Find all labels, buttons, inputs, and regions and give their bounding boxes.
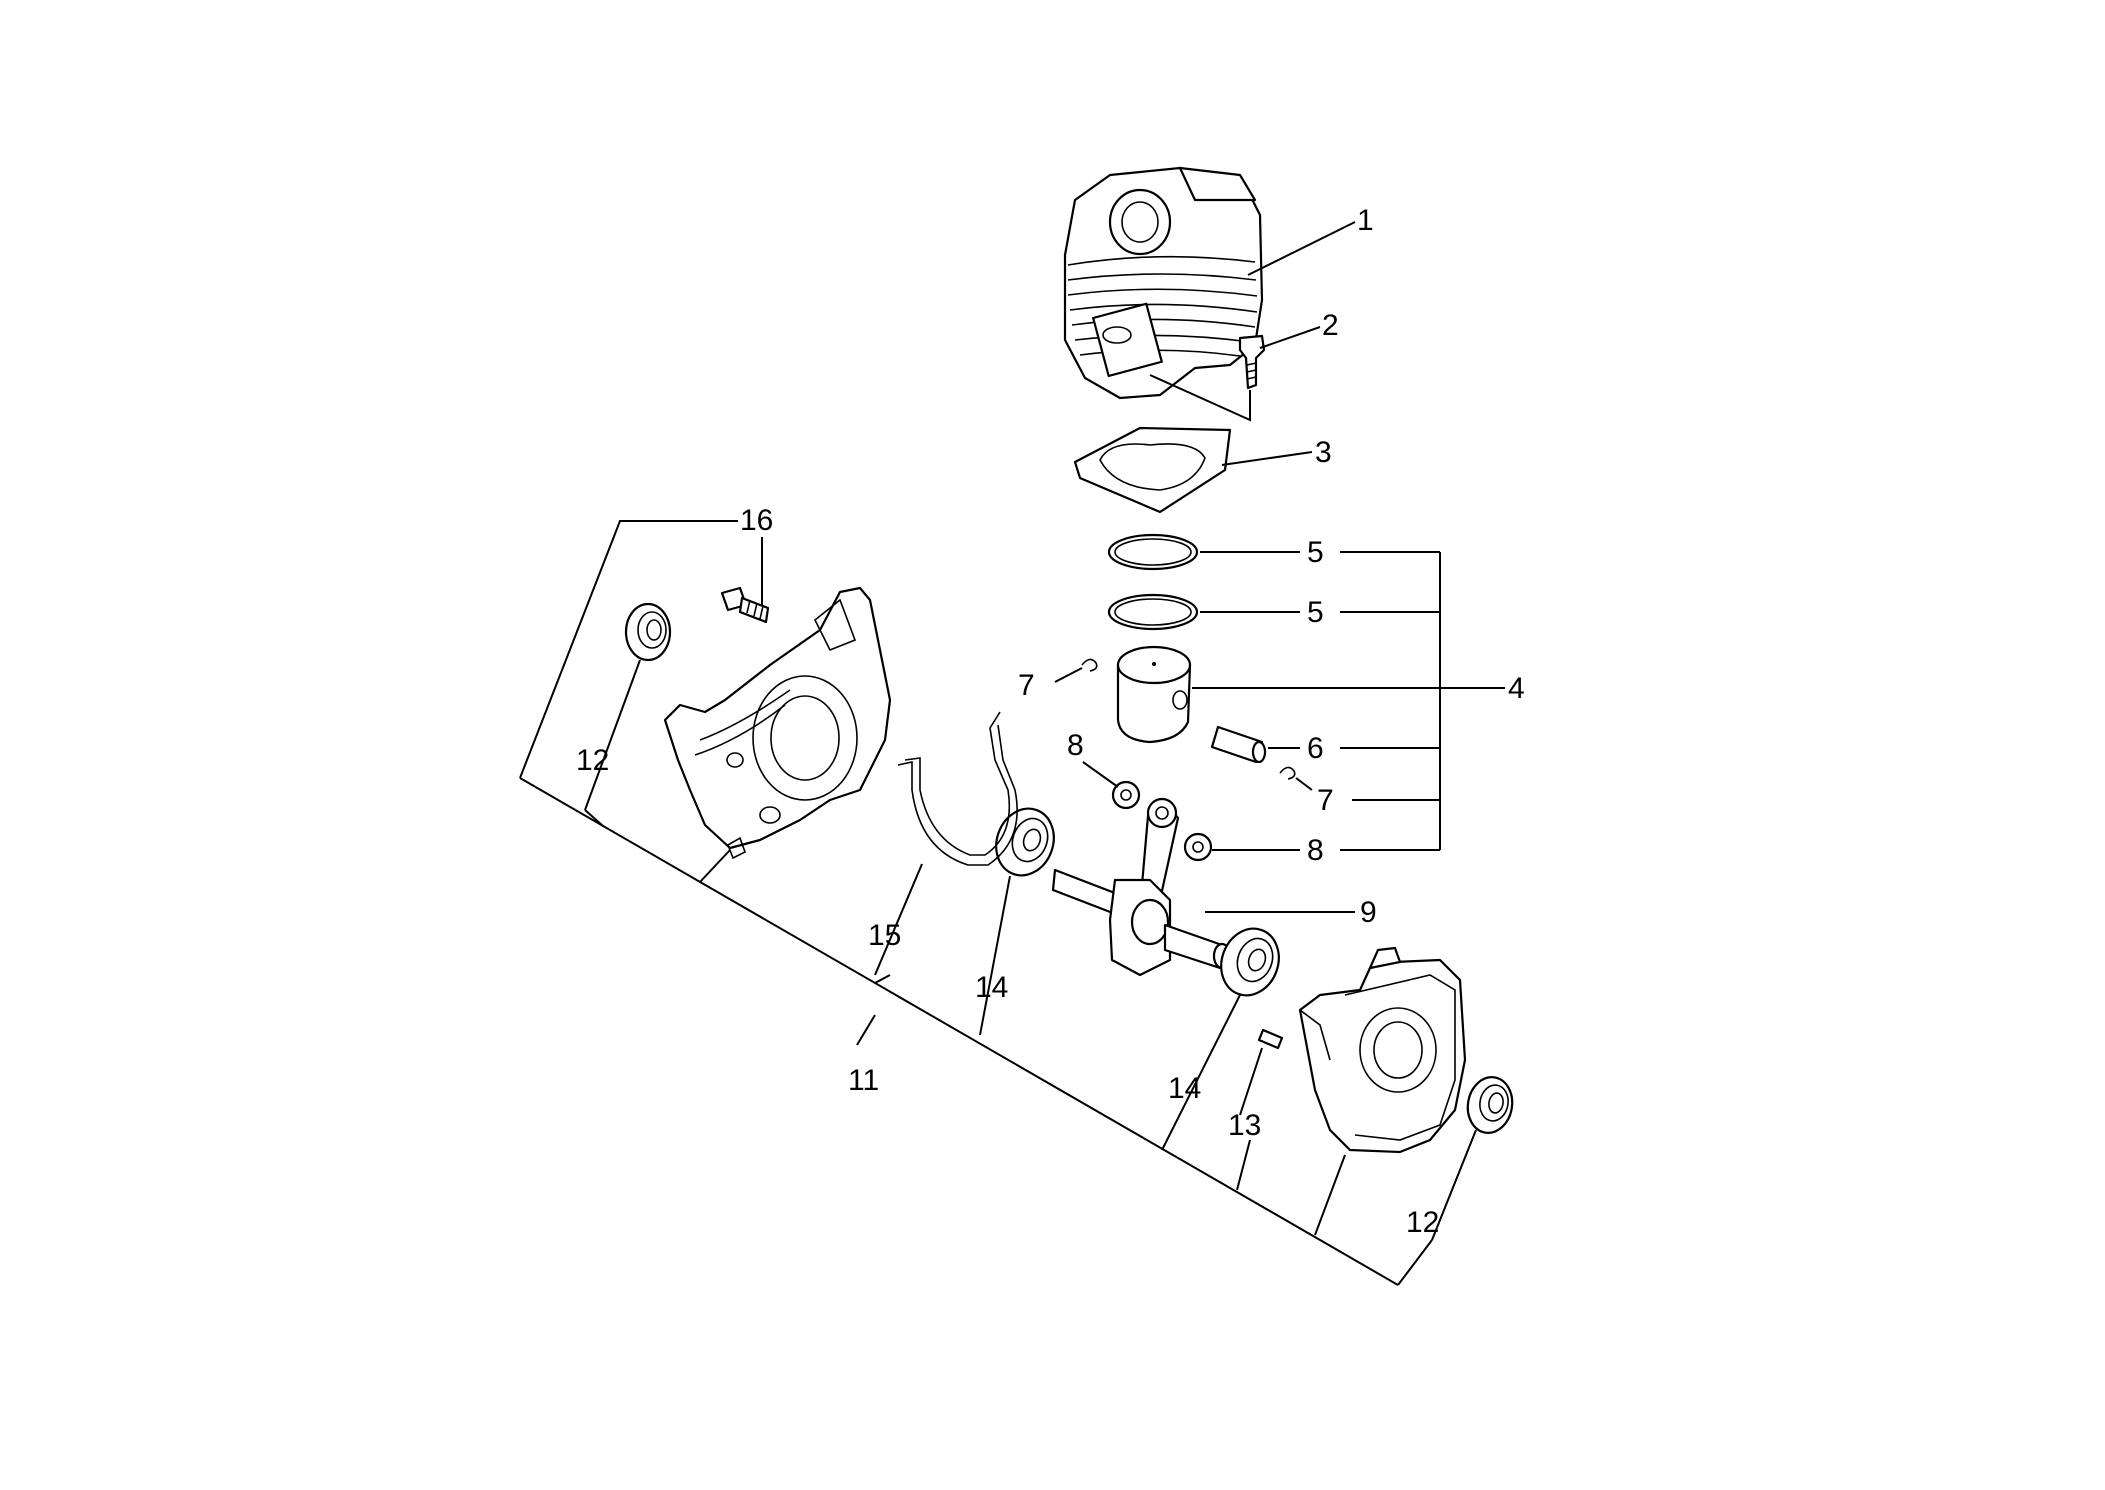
cylinder-part: [1063, 166, 1264, 400]
crankshaft-part: [1051, 797, 1232, 977]
label-1: 1: [1357, 204, 1374, 237]
piston-pin-part: [1210, 725, 1267, 764]
label-5-lower: 5: [1307, 596, 1324, 629]
circlip-part: [1279, 766, 1296, 780]
needle-bearing-part: [1183, 832, 1213, 862]
crankcase-gasket-part: [897, 711, 1018, 866]
circlip-part: [1081, 658, 1098, 672]
needle-bearing-part: [1111, 780, 1141, 810]
label-9: 9: [1360, 896, 1377, 929]
piston-ring-part: [1107, 533, 1199, 571]
oil-seal-part: [624, 602, 672, 662]
label-15: 15: [868, 919, 901, 952]
cylinder-bolt-part: [1238, 334, 1266, 390]
cylinder-gasket-part: [1073, 426, 1232, 514]
label-5-upper: 5: [1307, 536, 1324, 569]
label-8-left: 8: [1067, 729, 1084, 762]
dowel-pin-part: [1257, 1028, 1284, 1050]
label-7-right: 7: [1317, 784, 1334, 817]
label-11: 11: [848, 1064, 879, 1097]
label-14-right: 14: [1168, 1072, 1201, 1105]
oil-seal-part: [1466, 1076, 1514, 1134]
label-7-left: 7: [1018, 669, 1035, 702]
label-3: 3: [1315, 436, 1332, 469]
label-6: 6: [1307, 732, 1324, 765]
ball-bearing-part: [995, 807, 1055, 877]
right-crankcase-part: [1298, 946, 1467, 1154]
label-2: 2: [1322, 309, 1339, 342]
label-12-left: 12: [576, 744, 609, 777]
leader-lines: [519, 221, 1505, 1286]
part-number-labels: 1 2 3 5 5 4 7 6 8 7 8 9 16 12 15 14 11 1…: [576, 204, 1525, 1239]
label-13: 13: [1228, 1109, 1261, 1142]
label-16: 16: [740, 504, 773, 537]
label-14-left: 14: [975, 971, 1008, 1004]
left-crankcase-part: [663, 586, 892, 860]
label-4: 4: [1508, 672, 1525, 705]
crankcase-bolt-part: [720, 586, 770, 624]
ball-bearing-part: [1220, 927, 1280, 997]
label-8-right: 8: [1307, 834, 1324, 867]
piston-part: [1116, 645, 1192, 744]
piston-ring-part: [1107, 593, 1199, 631]
label-12-right: 12: [1406, 1206, 1439, 1239]
